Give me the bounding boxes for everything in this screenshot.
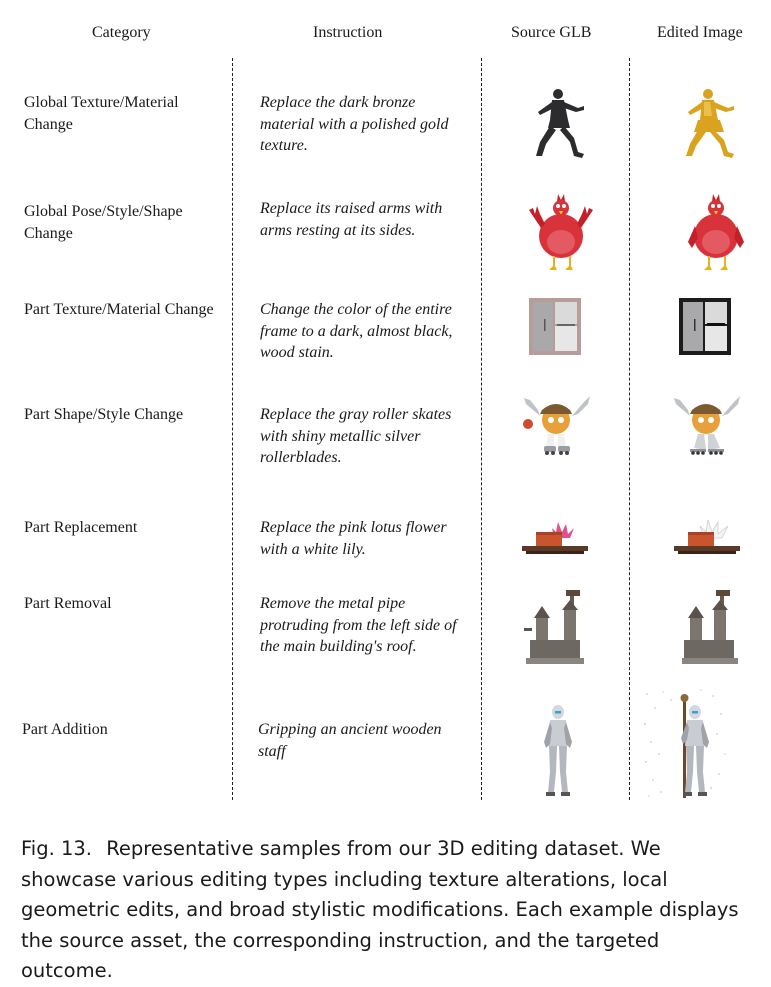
red-chicken-raised-arms-icon [529, 194, 593, 270]
column-divider-2 [481, 58, 482, 800]
column-divider-3 [629, 58, 630, 800]
cabinet-dark-frame-icon [679, 298, 731, 355]
pot-with-pink-lotus-icon [522, 522, 588, 554]
instruction-cell: Gripping an ancient wooden staff [258, 721, 442, 760]
category-cell: Part Shape/Style Change [24, 406, 184, 423]
category-cell: Global Texture/Material Change [24, 94, 179, 133]
robot-armor-figure-icon [544, 705, 572, 796]
red-chicken-arms-down-icon [688, 194, 744, 270]
gold-fighter-figure-icon [686, 89, 734, 158]
header-category: Category [92, 24, 151, 41]
castle-without-pipe-icon [682, 590, 738, 664]
instruction-cell: Replace the pink lotus flower with a whi… [260, 519, 447, 558]
castle-with-pipe-icon [524, 590, 584, 664]
bronze-fighter-figure-icon [536, 89, 584, 158]
figure-caption: Fig. 13. Representative samples from our… [21, 834, 756, 987]
header-edited-image: Edited Image [657, 24, 743, 41]
category-cell: Part Texture/Material Change [24, 301, 214, 318]
category-cell: Part Addition [22, 721, 108, 738]
instruction-cell: Change the color of the entire frame to … [260, 301, 453, 361]
figure-caption-text: Representative samples from our 3D editi… [21, 837, 739, 982]
instruction-cell: Replace its raised arms with arms restin… [260, 200, 443, 239]
instruction-cell: Replace the gray roller skates with shin… [260, 406, 452, 466]
instruction-cell: Remove the metal pipe protruding from th… [260, 595, 457, 655]
cabinet-light-frame-icon [529, 298, 581, 355]
column-divider-1 [232, 58, 233, 800]
category-cell: Global Pose/Style/Shape Change [24, 203, 183, 242]
category-cell: Part Replacement [24, 519, 138, 536]
figure-label: Fig. 13. [21, 837, 93, 860]
header-source-glb: Source GLB [511, 24, 592, 41]
category-cell: Part Removal [24, 595, 112, 612]
pot-with-white-lily-icon [674, 519, 740, 554]
cartoon-character-roller-skates-icon [523, 396, 590, 455]
cartoon-character-rollerblades-icon [674, 396, 740, 455]
robot-armor-figure-with-staff-icon [643, 689, 726, 798]
header-instruction: Instruction [313, 24, 383, 41]
instruction-cell: Replace the dark bronze material with a … [260, 94, 449, 154]
